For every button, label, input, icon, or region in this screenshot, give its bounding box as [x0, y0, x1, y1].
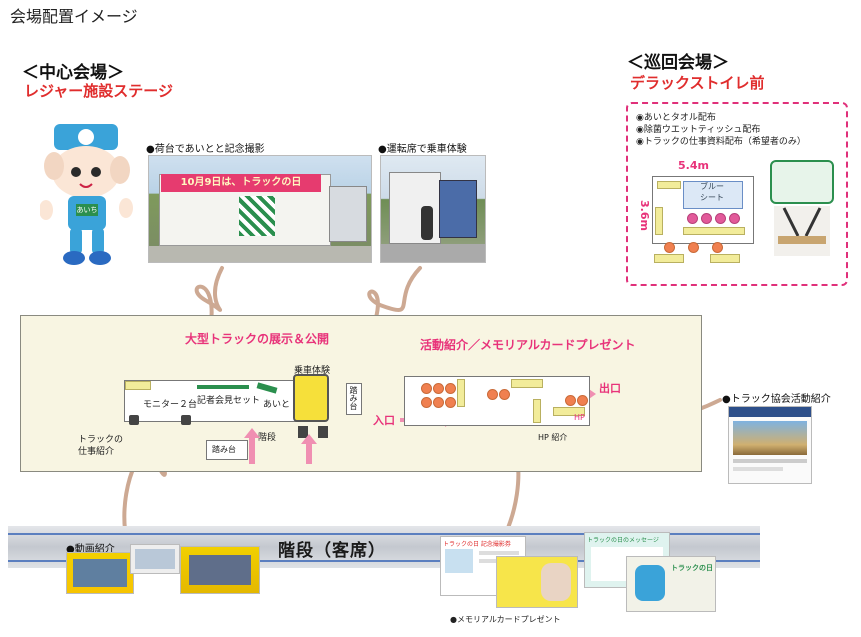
ride-label: 乗車体験	[294, 366, 331, 376]
exhibit-label: 大型トラックの展示＆公開	[185, 332, 330, 346]
mascot-aito: あいち	[40, 120, 140, 270]
blue-sheet-label: ブルー シート	[700, 182, 724, 202]
step-block	[346, 383, 362, 415]
press-set-label: 記者会見セット	[197, 396, 261, 406]
platform-label: 踏み台	[212, 445, 236, 454]
tour-item-2: ◉除菌ウエットティッシュ配布	[636, 125, 761, 135]
height-label: 3.6m	[638, 200, 651, 231]
stands-label: 階段（客席）	[278, 541, 386, 561]
exit-label: 出口	[599, 382, 621, 395]
photo1-banner: 10月9日は、トラックの日	[161, 174, 321, 192]
photo-driver-seat	[380, 155, 486, 263]
width-label: 5.4m	[678, 159, 709, 172]
card1-title: トラックの日 記念撮影券	[443, 541, 511, 548]
photo-truck-stage: 10月9日は、トラックの日	[148, 155, 372, 263]
monitor-label: モニター２台	[143, 400, 198, 410]
memorial-card-4: トラックの日	[626, 556, 716, 612]
photo2-caption: ●運転席で乗車体験	[378, 144, 467, 155]
activity-label: 活動紹介／メモリアルカードプレゼント	[420, 338, 636, 352]
card2-title: トラックの日のメッセージ	[587, 537, 659, 544]
memorial-card-3	[496, 556, 578, 608]
video-screen-2	[130, 544, 180, 574]
video-screen-1	[66, 552, 134, 594]
tour-venue-heading: ＜巡回会場＞	[627, 53, 729, 73]
truck-stage: モニター２台 記者会見セット あいと	[124, 380, 306, 425]
card-caption: ●メモリアルカードプレゼント	[450, 615, 561, 624]
booth-layout: ブルー シート	[652, 176, 754, 244]
video-caption: ●動画紹介	[66, 544, 115, 555]
hp-intro-label: HP 紹介	[538, 433, 568, 442]
tour-sign-image	[770, 160, 834, 204]
page-title: 会場配置イメージ	[10, 7, 138, 26]
card3-title: トラックの日	[671, 564, 713, 572]
activity-booth	[404, 376, 590, 426]
tour-item-3: ◉トラックの仕事資料配布（希望者のみ）	[636, 137, 806, 147]
association-website	[728, 406, 812, 484]
tour-person-image	[774, 206, 830, 256]
step-block-label: 踏み台	[349, 386, 358, 410]
platform	[206, 440, 248, 460]
ride-truck	[293, 374, 329, 422]
tour-venue-box: ◉あいとタオル配布 ◉除菌ウエットティッシュ配布 ◉トラックの仕事資料配布（希望…	[626, 102, 848, 286]
blue-sheet	[683, 181, 743, 209]
center-venue-heading: ＜中心会場＞	[22, 63, 124, 83]
tour-item-1: ◉あいとタオル配布	[636, 113, 716, 123]
tour-venue-subheading: デラックストイレ前	[630, 74, 765, 92]
mascot-badge: あいち	[76, 206, 98, 214]
stairs-label: 階段	[258, 433, 277, 443]
association-caption: ●トラック協会活動紹介	[722, 394, 831, 405]
entrance-label: 入口	[373, 414, 395, 427]
photo1-caption: ●荷台であいとと記念撮影	[146, 144, 265, 155]
aito-label: あいと	[263, 400, 291, 410]
center-venue-subheading: レジャー施設ステージ	[24, 82, 173, 100]
hp-label: HP	[574, 413, 585, 422]
job-intro-label: トラックの 仕事紹介	[78, 435, 124, 457]
video-screen-3	[180, 546, 260, 594]
